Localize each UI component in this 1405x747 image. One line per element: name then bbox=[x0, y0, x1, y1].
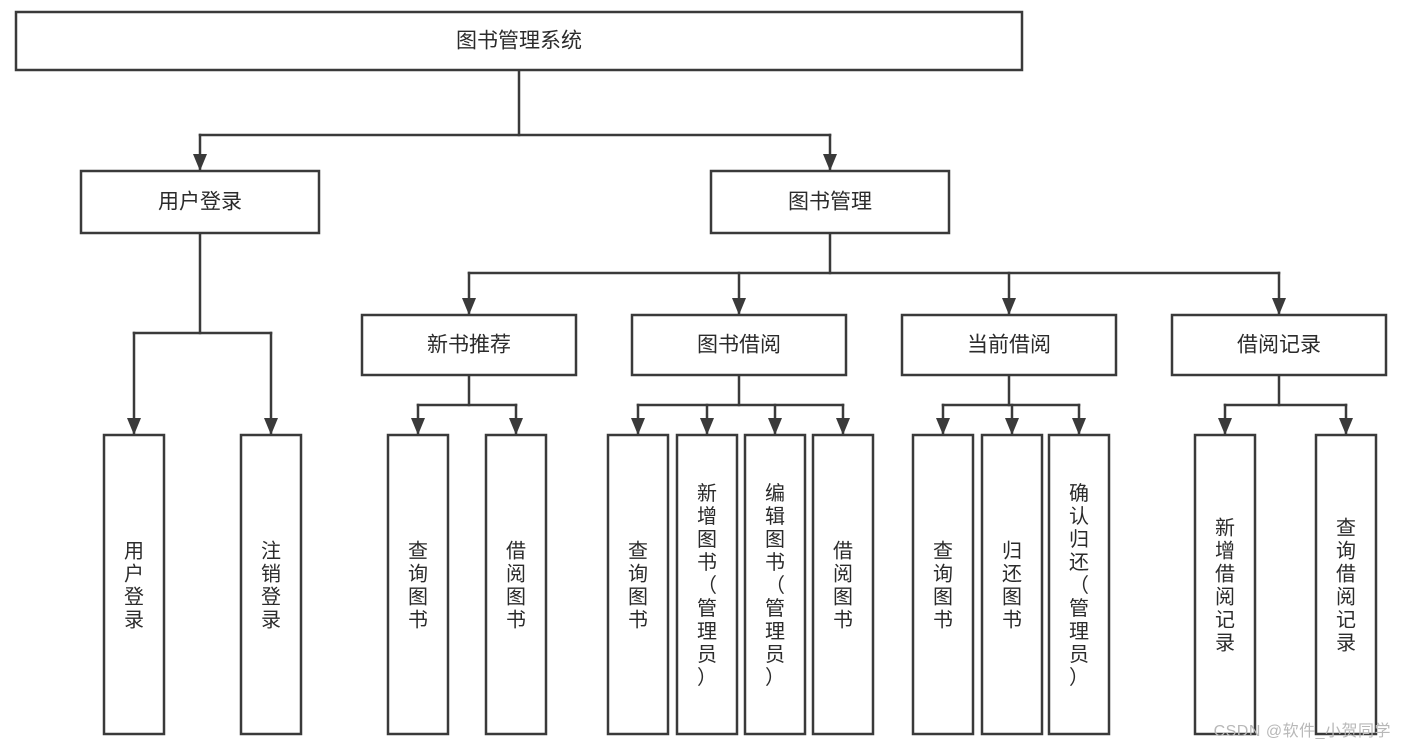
node-box-leaf-query-book-1 bbox=[386, 433, 450, 736]
arrow-head-icon bbox=[823, 154, 837, 171]
node-box-leaf-borrow-book-2 bbox=[811, 433, 875, 736]
arrow-head-icon bbox=[462, 298, 476, 315]
node-label-leaf-user-logout: 注销登录 bbox=[261, 539, 281, 631]
node-box-book-borrow bbox=[630, 313, 848, 377]
node-label-current-borrow: 当前借阅 bbox=[967, 334, 1051, 357]
node-box-leaf-query-record bbox=[1314, 433, 1378, 736]
node-box-leaf-query-book-3 bbox=[911, 433, 975, 736]
node-layer: 图书管理系统用户登录图书管理新书推荐图书借阅当前借阅借阅记录用户登录注销登录查询… bbox=[14, 10, 1388, 736]
node-label-leaf-add-book: 新增图书（管理员） bbox=[697, 482, 717, 689]
edge-root-to-level2 bbox=[193, 68, 837, 173]
node-box-leaf-user-login bbox=[102, 433, 166, 736]
node-label-root: 图书管理系统 bbox=[456, 30, 582, 53]
node-leaf-query-book-1[interactable]: 查询图书 bbox=[386, 433, 450, 736]
node-label-leaf-edit-book: 编辑图书（管理员） bbox=[765, 482, 785, 689]
node-box-leaf-return-book bbox=[980, 433, 1044, 736]
edge-borrow-to-leaves bbox=[631, 373, 850, 437]
node-label-user-login: 用户登录 bbox=[158, 191, 242, 214]
node-label-leaf-user-login: 用户登录 bbox=[124, 540, 144, 631]
node-label-leaf-query-record: 查询借阅记录 bbox=[1336, 516, 1356, 654]
node-leaf-user-login[interactable]: 用户登录 bbox=[102, 433, 166, 736]
arrow-head-icon bbox=[700, 418, 714, 435]
node-leaf-add-record[interactable]: 新增借阅记录 bbox=[1193, 433, 1257, 736]
node-box-new-book-recommend bbox=[360, 313, 578, 377]
node-box-leaf-confirm-return bbox=[1047, 433, 1111, 736]
node-label-leaf-borrow-book-2: 借阅图书 bbox=[833, 539, 853, 631]
arrow-head-icon bbox=[732, 298, 746, 315]
edge-newbook-to-leaves bbox=[411, 373, 523, 437]
node-box-leaf-query-book-2 bbox=[606, 433, 670, 736]
node-label-leaf-query-book-2: 查询图书 bbox=[628, 539, 648, 631]
arrow-head-icon bbox=[1072, 418, 1086, 435]
node-box-user-login bbox=[79, 169, 321, 235]
node-leaf-confirm-return[interactable]: 确认归还（管理员） bbox=[1047, 433, 1111, 736]
node-book-borrow[interactable]: 图书借阅 bbox=[630, 313, 848, 377]
arrow-head-icon bbox=[1005, 418, 1019, 435]
connector-layer bbox=[127, 68, 1353, 437]
node-book-manage[interactable]: 图书管理 bbox=[709, 169, 951, 235]
node-leaf-add-book[interactable]: 新增图书（管理员） bbox=[675, 433, 739, 736]
node-current-borrow[interactable]: 当前借阅 bbox=[900, 313, 1118, 377]
node-label-leaf-borrow-book-1: 借阅图书 bbox=[506, 539, 526, 631]
node-leaf-query-book-3[interactable]: 查询图书 bbox=[911, 433, 975, 736]
edge-booksys-to-level3 bbox=[462, 231, 1286, 317]
node-label-leaf-return-book: 归还图书 bbox=[1002, 539, 1022, 631]
node-leaf-query-book-2[interactable]: 查询图书 bbox=[606, 433, 670, 736]
node-label-leaf-query-book-1: 查询图书 bbox=[408, 539, 428, 631]
node-box-leaf-user-logout bbox=[239, 433, 303, 736]
node-user-login[interactable]: 用户登录 bbox=[79, 169, 321, 235]
edge-current-to-leaves bbox=[936, 373, 1086, 437]
node-label-new-book-recommend: 新书推荐 bbox=[427, 334, 511, 357]
node-box-book-manage bbox=[709, 169, 951, 235]
arrow-head-icon bbox=[193, 154, 207, 171]
watermark-label: CSDN @软件_小贺同学 bbox=[1213, 723, 1391, 740]
node-label-book-manage: 图书管理 bbox=[788, 191, 872, 214]
arrow-head-icon bbox=[1002, 298, 1016, 315]
node-box-root bbox=[14, 10, 1024, 72]
node-label-leaf-confirm-return: 确认归还（管理员） bbox=[1069, 482, 1089, 689]
node-leaf-borrow-book-1[interactable]: 借阅图书 bbox=[484, 433, 548, 736]
arrow-head-icon bbox=[631, 418, 645, 435]
arrow-head-icon bbox=[411, 418, 425, 435]
node-new-book-recommend[interactable]: 新书推荐 bbox=[360, 313, 578, 377]
node-leaf-user-logout[interactable]: 注销登录 bbox=[239, 433, 303, 736]
node-label-leaf-query-book-3: 查询图书 bbox=[933, 539, 953, 631]
arrow-head-icon bbox=[264, 418, 278, 435]
arrow-head-icon bbox=[127, 418, 141, 435]
node-label-book-borrow: 图书借阅 bbox=[697, 334, 781, 357]
node-box-leaf-add-record bbox=[1193, 433, 1257, 736]
node-label-borrow-record: 借阅记录 bbox=[1237, 334, 1321, 357]
node-box-leaf-edit-book bbox=[743, 433, 807, 736]
arrow-head-icon bbox=[1218, 418, 1232, 435]
node-box-leaf-borrow-book-1 bbox=[484, 433, 548, 736]
node-leaf-borrow-book-2[interactable]: 借阅图书 bbox=[811, 433, 875, 736]
node-box-current-borrow bbox=[900, 313, 1118, 377]
node-borrow-record[interactable]: 借阅记录 bbox=[1170, 313, 1388, 377]
node-box-leaf-add-book bbox=[675, 433, 739, 736]
node-leaf-return-book[interactable]: 归还图书 bbox=[980, 433, 1044, 736]
arrow-head-icon bbox=[1339, 418, 1353, 435]
node-root[interactable]: 图书管理系统 bbox=[14, 10, 1024, 72]
node-leaf-query-record[interactable]: 查询借阅记录 bbox=[1314, 433, 1378, 736]
edge-userlogin-to-leaves bbox=[127, 231, 278, 437]
node-label-leaf-add-record: 新增借阅记录 bbox=[1215, 516, 1235, 654]
node-leaf-edit-book[interactable]: 编辑图书（管理员） bbox=[743, 433, 807, 736]
edge-record-to-leaves bbox=[1218, 373, 1353, 437]
arrow-head-icon bbox=[768, 418, 782, 435]
arrow-head-icon bbox=[1272, 298, 1286, 315]
arrow-head-icon bbox=[936, 418, 950, 435]
node-box-borrow-record bbox=[1170, 313, 1388, 377]
arrow-head-icon bbox=[836, 418, 850, 435]
arrow-head-icon bbox=[509, 418, 523, 435]
